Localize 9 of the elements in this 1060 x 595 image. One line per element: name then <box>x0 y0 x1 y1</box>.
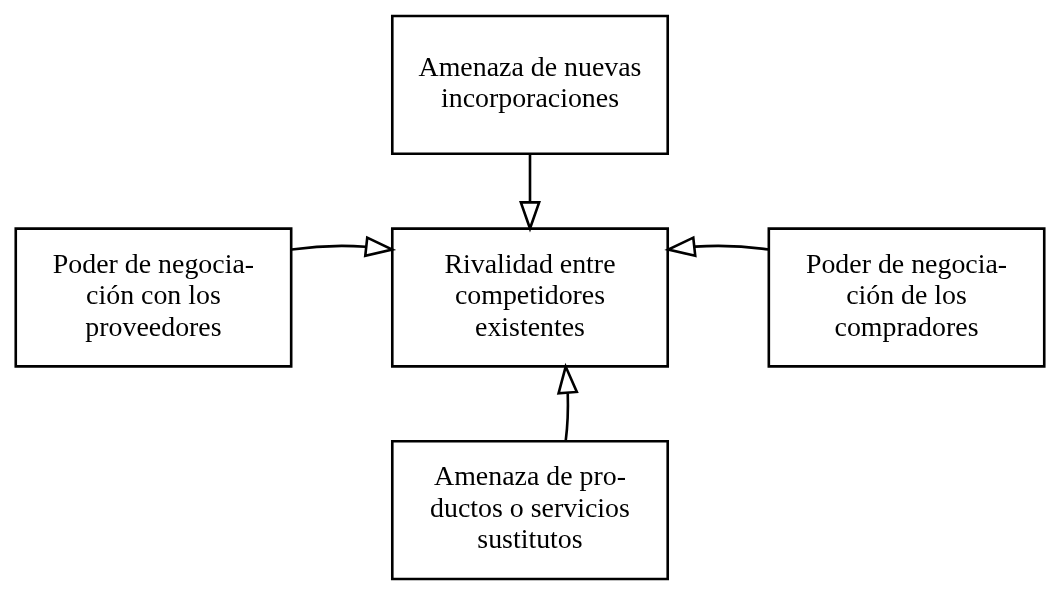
arrow <box>291 235 397 258</box>
node-box: Amenaza de pro- ductos o servicios sustitutos <box>391 440 669 581</box>
arrow <box>519 153 541 233</box>
node-box: Poder de negocia- ción de los compradores <box>767 227 1046 368</box>
arrow <box>556 362 579 442</box>
node-box: Amenaza de nuevas incorporaciones <box>391 14 669 155</box>
node-box: Rivalidad entre competidores existentes <box>391 227 669 368</box>
node-box: Poder de negocia- ción con los proveedores <box>14 227 293 368</box>
arrow <box>664 235 769 258</box>
